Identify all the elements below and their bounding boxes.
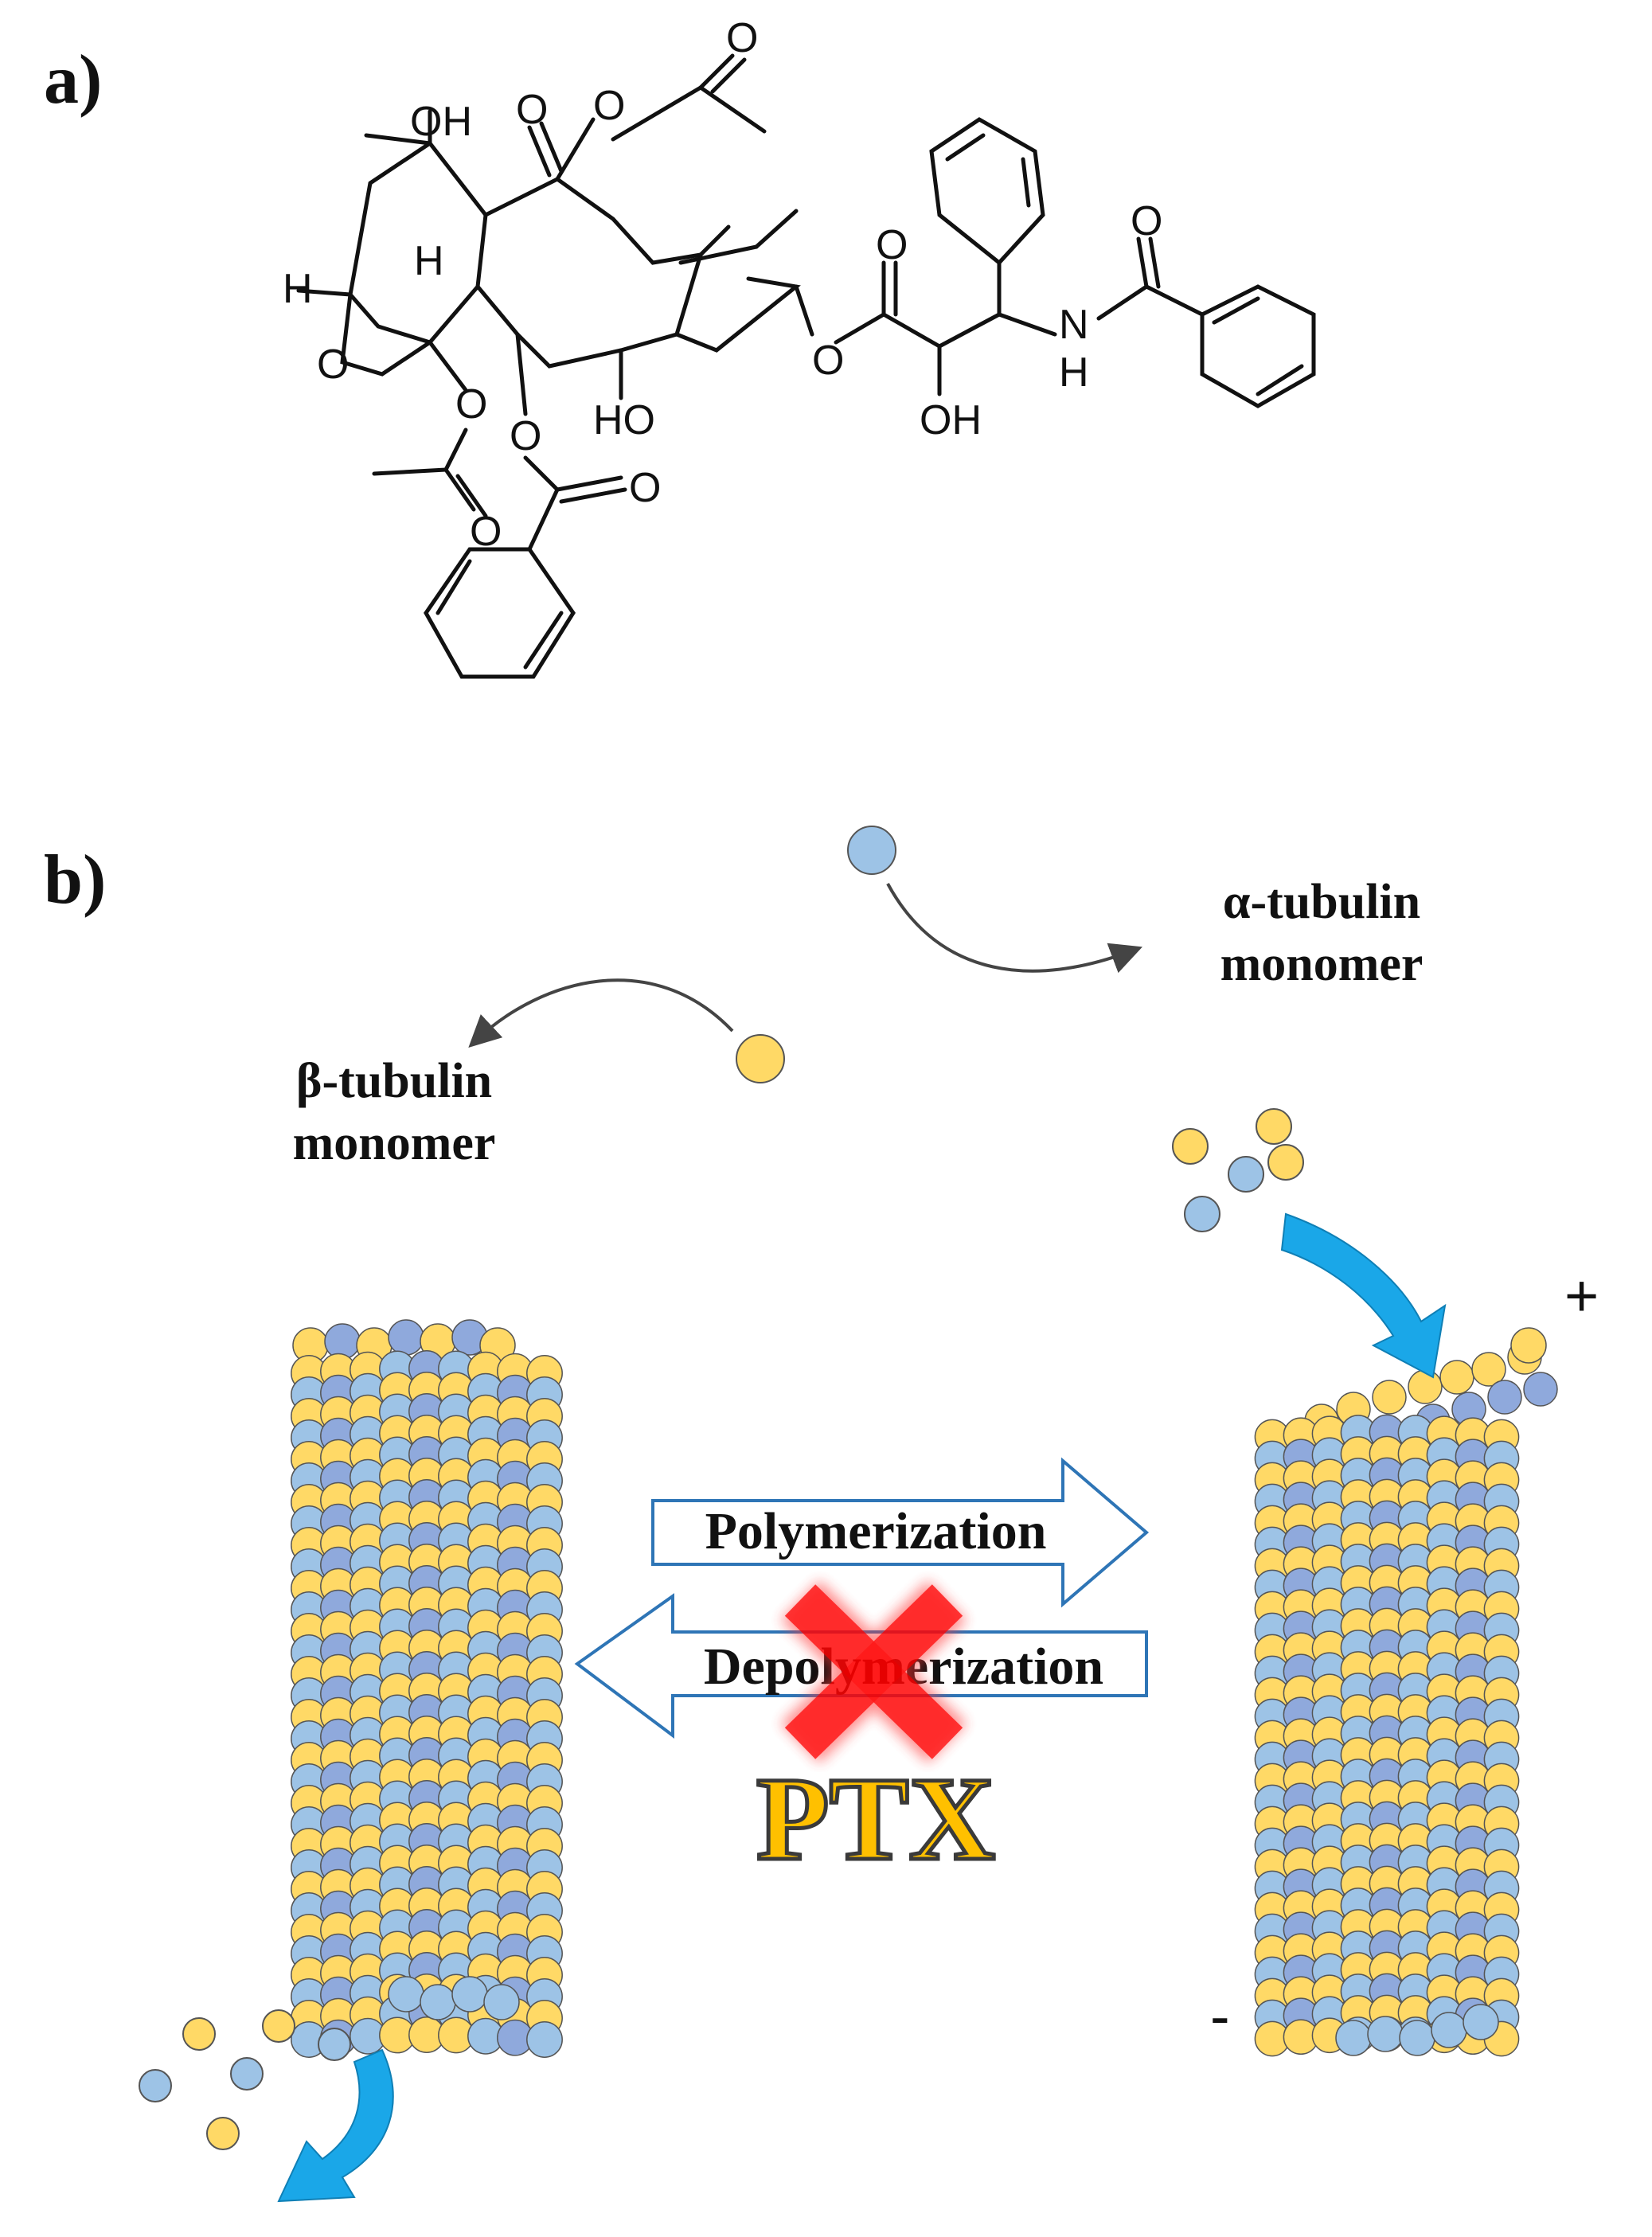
paclitaxel-structure: OH O O O H H O O O O O HO O O OH N H O	[283, 15, 1316, 679]
left-frayed-subunit	[388, 1976, 424, 2013]
left-frayed-subunit	[451, 1976, 488, 2013]
atom-o-acetyl-top: O	[593, 83, 625, 129]
microtubule-right	[1254, 1327, 1558, 2057]
atom-ho-bottom: HO	[593, 397, 655, 443]
atom-h-mid: H	[414, 238, 444, 284]
right-minus-subunit	[1335, 2020, 1372, 2056]
right-protofilament-subunit	[1372, 1380, 1407, 1415]
right-minus-subunit	[1367, 2016, 1404, 2052]
atom-o-sidechain: O	[812, 338, 844, 384]
ptx-label: PTX	[756, 1753, 995, 1885]
atom-oh-top: OH	[410, 99, 472, 145]
atom-o-ester-top: O	[726, 15, 758, 61]
beta-tubulin-label-line1: β-tubulin	[295, 1054, 493, 1108]
minus-end-label: -	[1210, 1983, 1230, 2049]
right-protofilament-subunit	[1487, 1380, 1522, 1415]
polymerization-arrow	[651, 1457, 1150, 1608]
atom-o-sidechain-co: O	[876, 222, 908, 268]
right-protofilament-subunit	[1439, 1360, 1474, 1395]
right-minus-subunit	[1399, 2020, 1435, 2056]
beta-tubulin-label-line2: monomer	[292, 1115, 496, 1170]
atom-oh-sidechain: OH	[920, 397, 982, 443]
right-protofilament-subunit	[1510, 1327, 1547, 1364]
polymerization-label: Polymerization	[705, 1502, 1047, 1560]
atom-o-ketone: O	[516, 87, 548, 133]
left-frayed-subunit	[420, 1984, 456, 2020]
beta-curved-arrow	[468, 978, 734, 1048]
blue-arrow-minus	[277, 2048, 394, 2203]
inhibition-cross	[780, 1579, 967, 1764]
blue-arrow-plus	[1280, 1212, 1447, 1379]
atom-n: N	[1059, 302, 1089, 348]
alpha-monomer-free	[847, 826, 896, 875]
alpha-tubulin-label-line2: monomer	[1220, 936, 1424, 991]
microtubule-scheme: Polymerization Depolymerization PTX	[139, 826, 1558, 2203]
beta-tubulin-label: β-tubulin monomer	[243, 1051, 545, 1174]
right-protofilament-subunit	[1523, 1372, 1558, 1407]
beta-monomer-free	[736, 1034, 785, 1083]
left-alpha-subunit	[526, 2021, 563, 2058]
panel-label-a: a)	[44, 41, 103, 119]
atom-h-left: H	[283, 266, 313, 312]
alpha-tubulin-label: α-tubulin monomer	[1170, 872, 1473, 995]
panel-label-b: b)	[44, 841, 107, 919]
plus-end-label: +	[1564, 1263, 1599, 1329]
left-frayed-subunit	[483, 1984, 520, 2020]
atom-o-benzoate-co: O	[629, 465, 661, 511]
atom-o-benzoate: O	[510, 413, 541, 459]
alpha-tubulin-label-line1: α-tubulin	[1222, 875, 1421, 929]
atom-o-acetate: O	[455, 381, 487, 427]
atom-o-amide: O	[1131, 198, 1162, 244]
monomer-cluster-plus	[1172, 1108, 1304, 1232]
right-minus-subunit	[1463, 2004, 1499, 2040]
atom-o-acetate-co: O	[470, 509, 502, 555]
alpha-curved-arrow	[886, 883, 1142, 974]
right-protofilament-subunit	[1408, 1369, 1443, 1404]
left-cap-subunit	[388, 1319, 424, 1356]
right-minus-subunit	[1431, 2012, 1467, 2048]
atom-nh-h: H	[1059, 349, 1089, 396]
microtubule-left	[291, 1319, 563, 2058]
atom-o-oxetane: O	[317, 342, 349, 388]
right-protofilament-subunit	[1471, 1352, 1506, 1387]
monomer-cluster-minus	[139, 2009, 351, 2150]
